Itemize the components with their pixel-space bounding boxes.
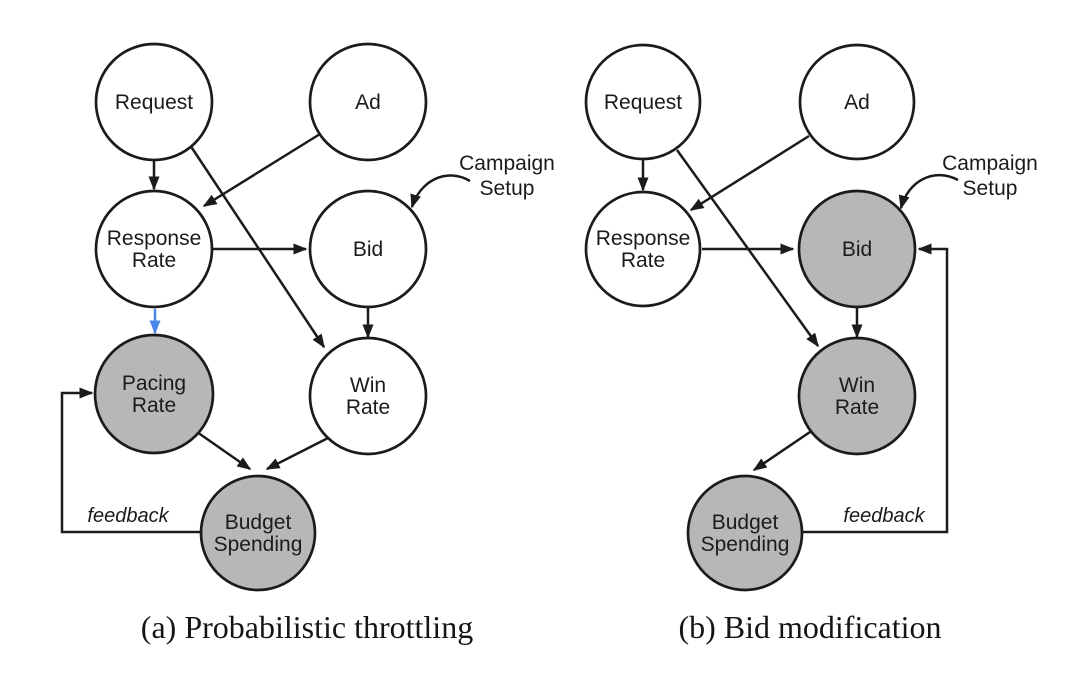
node-budget-spending-a [199,474,317,592]
edge-ad-to-response-rate-a [202,132,321,208]
node-budget-spending-b [686,474,804,592]
edge-win-rate-to-budget-spending-a [265,435,331,471]
edge-feedback-loop-b [802,243,949,534]
edge-ad-to-response-rate-b [689,134,810,212]
node-win-rate-a [308,336,428,456]
feedback-label-a: feedback [87,505,169,527]
caption-b: (b) Bid modification [678,609,942,645]
node-label-bid-b: Bid [842,238,872,261]
node-response-rate-b [584,190,702,308]
node-label-request-b: Request [604,91,682,114]
edge-feedback-loop-a [60,387,201,534]
edge-campaign-setup-pointer-b [898,173,959,210]
node-label-bid-a: Bid [353,238,383,261]
node-request-b [584,43,702,161]
feedback-label-b: feedback [843,505,925,527]
caption-a: (a) Probabilistic throttling [140,609,474,645]
node-response-rate-a [94,189,214,309]
node-bid-b [797,189,917,309]
node-label-ad-a: Ad [355,91,381,114]
node-pacing-rate-a [93,333,215,455]
node-request-a [94,42,214,162]
edge-win-rate-to-budget-spending-b [752,430,811,472]
edge-campaign-setup-pointer-a [410,174,471,209]
node-label-ad-b: Ad [844,91,870,114]
node-ad-a [308,42,428,162]
node-ad-b [798,43,916,161]
node-bid-a [308,189,428,309]
edge-pacing-rate-to-budget-spending-a [196,430,252,471]
node-win-rate-b [797,336,917,456]
node-label-request-a: Request [115,91,193,114]
edge-request-to-win-rate-a [188,144,326,349]
